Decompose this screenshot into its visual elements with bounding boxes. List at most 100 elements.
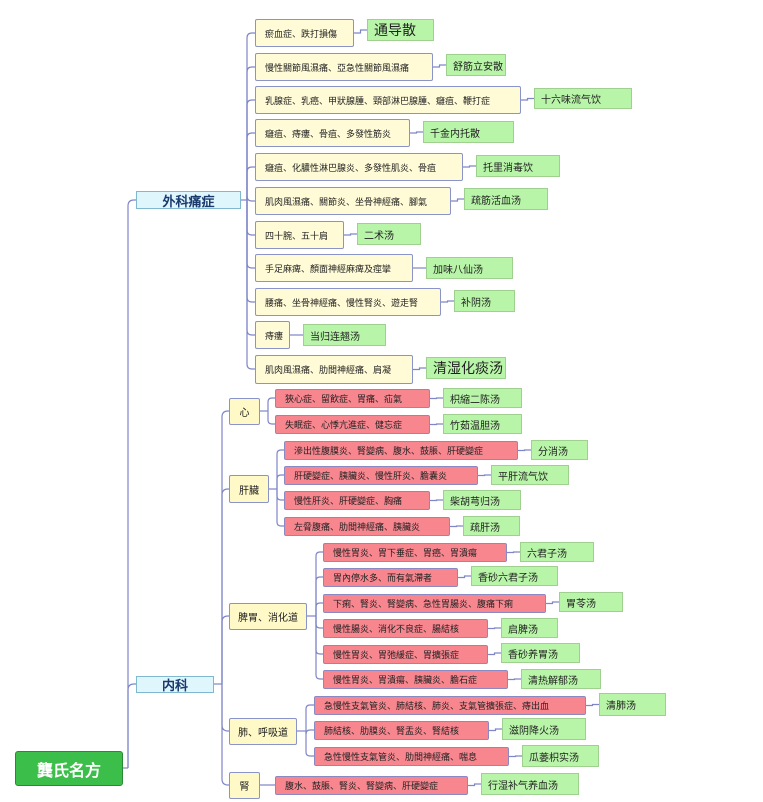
- connector-line: [433, 64, 446, 68]
- connector-line: [221, 410, 229, 684]
- connector-line: [246, 200, 255, 370]
- connector-line: [509, 755, 522, 758]
- connector-line: [305, 729, 314, 735]
- connector-line: [246, 200, 255, 303]
- condition-node[interactable]: 慢性胃炎、胃弛緩症、胃擴張症: [323, 645, 488, 664]
- connector-line: [246, 166, 255, 200]
- connector-line: [463, 165, 476, 168]
- remedy-node[interactable]: 清热解郁汤: [521, 669, 601, 689]
- connector-line: [430, 397, 443, 400]
- connector-line: [410, 131, 423, 134]
- connector-line: [246, 66, 255, 200]
- root-node[interactable]: 龔氏名方: [15, 751, 123, 786]
- remedy-node[interactable]: 启脾汤: [501, 618, 558, 638]
- remedy-node[interactable]: 香砂六君子汤: [471, 566, 558, 586]
- remedy-node[interactable]: 香砂养胃汤: [501, 643, 580, 663]
- condition-node[interactable]: 失眠症、心悸亢進症、健忘症: [275, 415, 430, 434]
- remedy-node[interactable]: 托里消毒饮: [476, 155, 560, 177]
- connector-line: [246, 195, 255, 202]
- remedy-node[interactable]: 六君子汤: [520, 542, 594, 562]
- condition-node[interactable]: 四十腕、五十肩: [255, 221, 344, 249]
- connector-line: [430, 499, 443, 502]
- condition-node[interactable]: 腰痛、坐骨神經痛、慢性腎炎、遊走腎: [255, 288, 441, 316]
- condition-node[interactable]: 慢性胃炎、胃潰瘍、胰臟炎、膽石症: [323, 670, 508, 689]
- remedy-node[interactable]: 补阴汤: [454, 290, 515, 312]
- condition-node[interactable]: 左脅腹痛、肋間神經痛、胰臟炎: [284, 517, 450, 536]
- remedy-node[interactable]: 十六味流气饮: [534, 88, 632, 109]
- connector-line: [276, 474, 284, 489]
- condition-node[interactable]: 乳腺症、乳癌、甲狀腺腫、頸部淋巴腺腫、癰疽、鞭打症: [255, 86, 521, 114]
- group-liver[interactable]: 肝臟: [229, 475, 269, 503]
- connector-line: [221, 488, 229, 684]
- condition-node[interactable]: 狹心症、留飲症、胃痛、疝氣: [275, 389, 430, 408]
- remedy-node[interactable]: 滋阴降火汤: [502, 718, 586, 740]
- group-kidney[interactable]: 腎: [229, 772, 260, 799]
- condition-node[interactable]: 肌肉風濕痛、關節炎、坐骨神經痛、腳氣: [255, 187, 451, 215]
- remedy-node[interactable]: 竹茹温胆汤: [443, 414, 522, 434]
- condition-node[interactable]: 胃內停水多、而有氣滯者: [323, 568, 458, 587]
- remedy-node[interactable]: 疏肝汤: [463, 516, 520, 536]
- remedy-node[interactable]: 当归连翘汤: [303, 324, 386, 346]
- condition-node[interactable]: 肺結核、肋膜炎、腎盂炎、腎結核: [314, 721, 489, 740]
- connector-line: [458, 575, 471, 579]
- remedy-node[interactable]: 清湿化痰汤: [426, 357, 506, 379]
- connector-line: [315, 616, 323, 680]
- remedy-node[interactable]: 柴胡芎归汤: [443, 490, 521, 510]
- remedy-node[interactable]: 清肺汤: [599, 693, 666, 716]
- remedy-node[interactable]: 二术汤: [357, 223, 421, 245]
- remedy-node[interactable]: 千金内托散: [423, 121, 514, 143]
- connector-line: [546, 601, 559, 605]
- connector-line: [488, 652, 501, 656]
- connector-line: [127, 199, 136, 768]
- connector-line: [305, 704, 314, 731]
- group-respiratory[interactable]: 肺、呼吸道: [229, 718, 297, 745]
- condition-node[interactable]: 滲出性腹膜炎、腎變病、腹水、鼓脹、肝硬變症: [284, 441, 518, 460]
- connector-line: [246, 99, 255, 200]
- remedy-node[interactable]: 平肝流气饮: [491, 465, 569, 485]
- remedy-node[interactable]: 枳縮二陈汤: [443, 388, 522, 408]
- connector-line: [246, 132, 255, 200]
- connector-line: [413, 367, 426, 371]
- connector-line: [246, 32, 255, 200]
- remedy-node[interactable]: 行湿补气养血汤: [481, 773, 579, 795]
- condition-node[interactable]: 手足麻痺、顏面神經麻痺及痙攣: [255, 254, 413, 282]
- connector-line: [315, 616, 323, 629]
- condition-node[interactable]: 急性慢性支氣管炎、肋間神經痛、喘息: [314, 747, 509, 766]
- condition-node[interactable]: 瘀血症、跌打損傷: [255, 19, 354, 47]
- condition-node[interactable]: 急慢性支氣管炎、肺結核、肺炎、支氣管擴張症、痔出血: [314, 696, 586, 715]
- connector-line: [450, 525, 463, 528]
- condition-node[interactable]: 癰疽、化膿性淋巴腺炎、多發性肌炎、骨疽: [255, 153, 463, 181]
- condition-node[interactable]: 慢性肝炎、肝硬變症、胸痛: [284, 491, 430, 510]
- connector-line: [518, 449, 531, 452]
- condition-node[interactable]: 慢性關節風濕痛、亞急性關節風濕痛: [255, 53, 433, 81]
- connector-line: [441, 300, 454, 303]
- group-heart[interactable]: 心: [229, 398, 260, 425]
- condition-node[interactable]: 痔瘻: [255, 321, 290, 349]
- connector-line: [315, 551, 323, 616]
- group-digestive[interactable]: 脾胃、消化道: [229, 603, 307, 630]
- condition-node[interactable]: 下痢、腎炎、腎變病、急性胃腸炎、腹痛下痢: [323, 594, 546, 613]
- remedy-node[interactable]: 疏筋活血汤: [464, 188, 548, 210]
- connector-line: [221, 684, 229, 786]
- connector-line: [489, 728, 502, 732]
- remedy-node[interactable]: 通导散: [367, 19, 434, 41]
- remedy-node[interactable]: 加味八仙汤: [426, 257, 513, 279]
- connector-line: [507, 551, 520, 554]
- connector-line: [430, 423, 443, 426]
- remedy-node[interactable]: 瓜蒌枳实汤: [522, 745, 599, 767]
- category-surgery[interactable]: 外科痛症: [136, 191, 241, 209]
- condition-node[interactable]: 肝硬變症、胰臟炎、慢性肝炎、膽囊炎: [284, 466, 478, 485]
- category-internal[interactable]: 内科: [136, 676, 214, 693]
- condition-node[interactable]: 腹水、鼓脹、腎炎、腎變病、肝硬變症: [275, 776, 468, 795]
- connector-line: [344, 233, 357, 236]
- condition-node[interactable]: 慢性胃炎、胃下垂症、胃癌、胃潰瘍: [323, 543, 507, 562]
- connector-line: [221, 615, 229, 684]
- condition-node[interactable]: 肌肉風濕痛、肋間神經痛、肩凝: [255, 355, 413, 384]
- condition-node[interactable]: 慢性腸炎、消化不良症、腸結核: [323, 619, 488, 638]
- connector-line: [315, 616, 323, 655]
- remedy-node[interactable]: 舒筋立安散: [446, 54, 506, 76]
- condition-node[interactable]: 癰疽、痔瘻、骨疽、多發性筋炎: [255, 119, 410, 147]
- remedy-node[interactable]: 分消汤: [531, 440, 588, 460]
- remedy-node[interactable]: 胃苓汤: [559, 592, 623, 612]
- connector-line: [315, 602, 323, 616]
